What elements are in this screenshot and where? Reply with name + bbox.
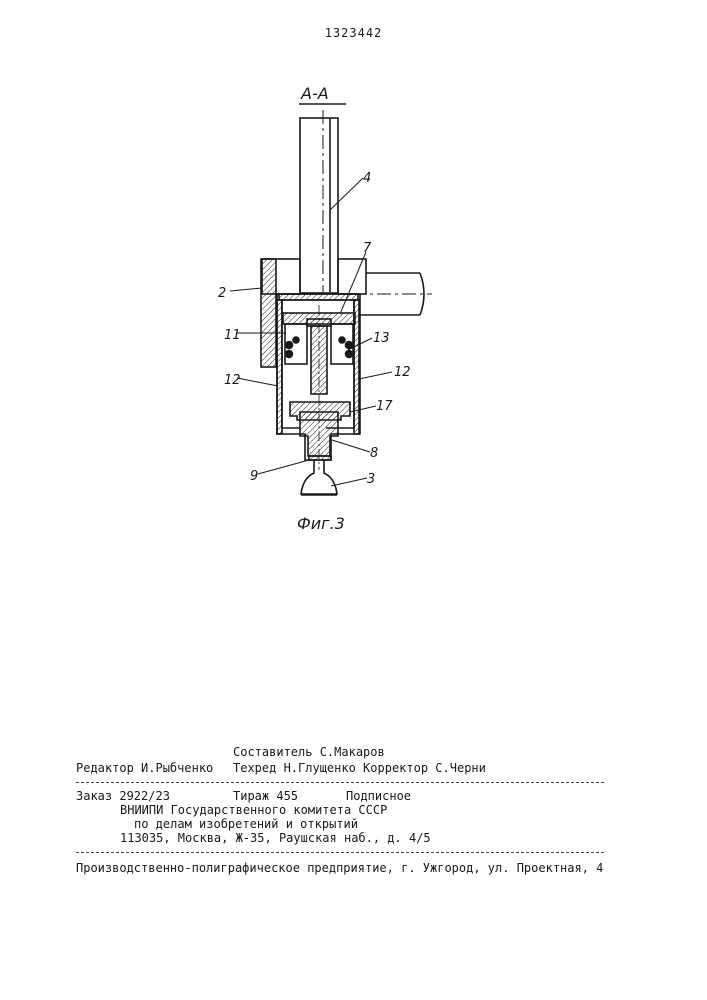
callout-11: 11 <box>224 328 241 343</box>
subscription-line: Подписное <box>346 789 411 803</box>
tip-9-3 <box>301 456 337 495</box>
separator-rule <box>76 852 604 853</box>
callout-4: 4 <box>363 171 371 186</box>
address-line: 113035, Москва, Ж-35, Раушская наб., д. … <box>120 831 431 845</box>
callout-8: 8 <box>370 446 378 461</box>
side-shaft <box>352 273 432 315</box>
editor-line: Редактор И.Рыбченко <box>76 761 213 775</box>
order-line: Заказ 2922/23 <box>76 789 170 803</box>
circulation-line: Тираж 455 <box>233 789 298 803</box>
callout-12-right: 12 <box>394 365 411 380</box>
plate-2 <box>261 259 276 367</box>
compiler-line: Составитель С.Макаров <box>233 745 385 759</box>
figure-caption: Фиг.3 <box>297 514 345 533</box>
section-label: А-А <box>300 84 329 103</box>
callout-13: 13 <box>373 331 390 346</box>
separator-rule <box>76 782 604 783</box>
callout-9: 9 <box>250 469 258 484</box>
callout-17: 17 <box>376 399 393 414</box>
technical-drawing: А-А <box>0 0 707 560</box>
organization-line-1: ВНИИПИ Государственного комитета СССР <box>120 803 387 817</box>
printer-line: Производственно-полиграфическое предприя… <box>76 861 603 875</box>
callout-3: 3 <box>367 472 375 487</box>
callout-12-left: 12 <box>224 373 241 388</box>
callout-7: 7 <box>363 241 372 256</box>
organization-line-2: по делам изобретений и открытий <box>134 817 358 831</box>
techred-corrector-line: Техред Н.Глущенко Корректор С.Черни <box>233 761 486 775</box>
rod-4 <box>300 110 338 293</box>
callout-2: 2 <box>218 286 226 301</box>
